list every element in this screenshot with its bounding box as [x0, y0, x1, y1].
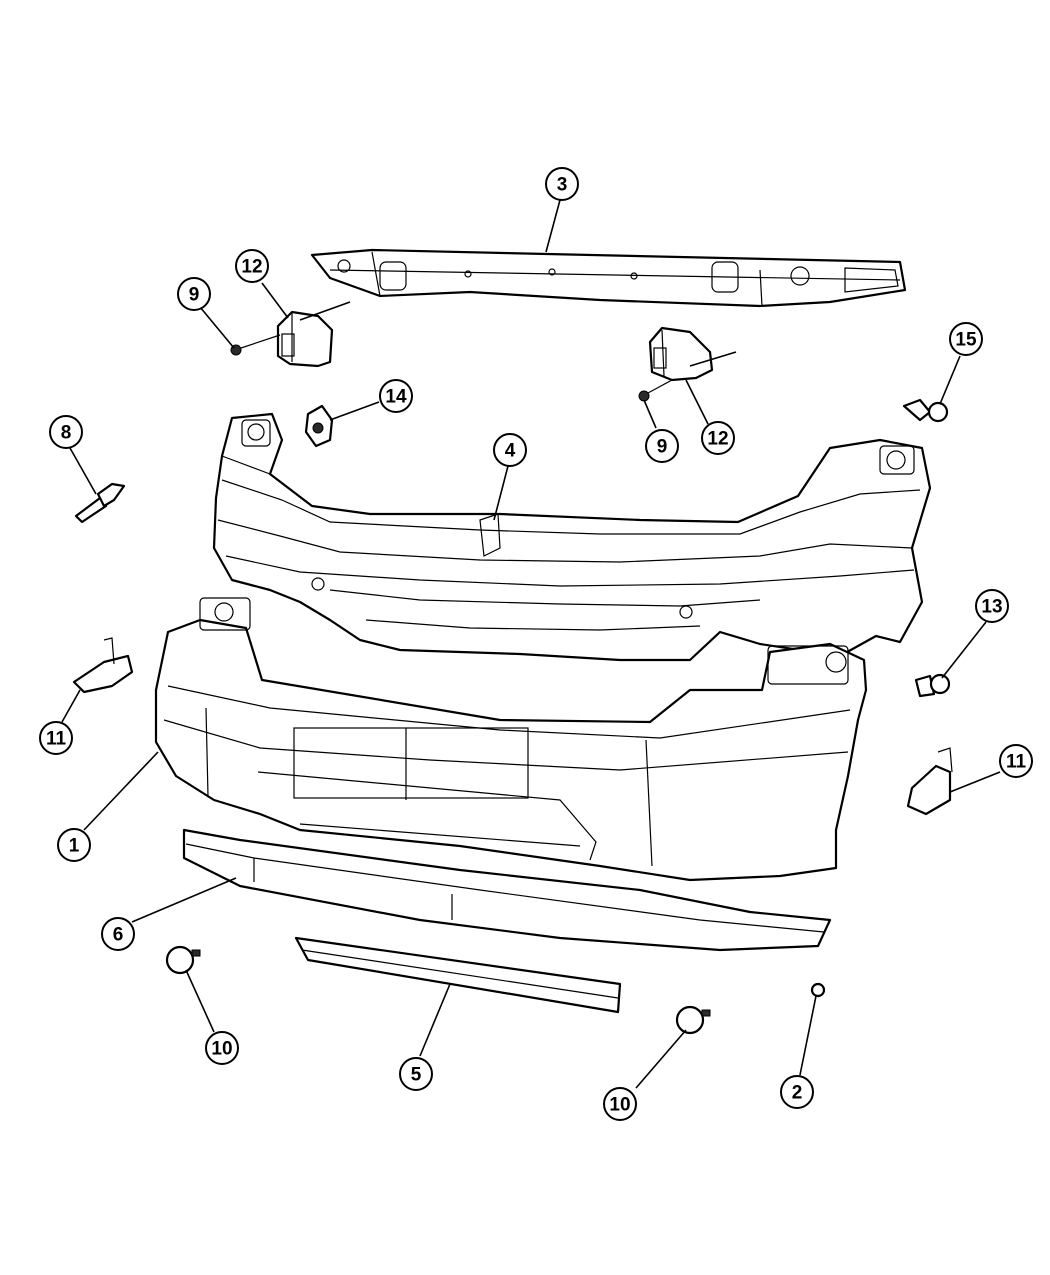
callout-11-left-label: 11: [46, 729, 67, 750]
bracket-right: [648, 326, 737, 382]
callout-10-right: 10: [603, 1087, 637, 1121]
callout-9-right-label: 9: [657, 437, 668, 458]
clip-nut: [304, 404, 334, 448]
callout-6: 6: [101, 917, 135, 951]
lower-trim: [182, 828, 832, 952]
push-pin-10-left: [165, 945, 201, 975]
callout-8-label: 8: [61, 423, 72, 444]
callout-11-left: 11: [39, 721, 73, 755]
energy-absorber: [212, 412, 932, 662]
grommet: [810, 982, 826, 998]
callout-4-label: 4: [505, 441, 516, 462]
callout-5-label: 5: [411, 1065, 422, 1086]
callout-12-left-label: 12: [241, 257, 262, 278]
callout-10-left: 10: [205, 1031, 239, 1065]
callout-1: 1: [57, 828, 91, 862]
callout-3: 3: [545, 167, 579, 201]
callout-2-label: 2: [792, 1083, 803, 1104]
callout-12-left: 12: [235, 249, 269, 283]
callout-1-label: 1: [69, 836, 80, 857]
callout-12-right: 12: [701, 421, 735, 455]
callout-8: 8: [49, 415, 83, 449]
callout-13-label: 13: [981, 597, 1002, 618]
bolt-right: [638, 379, 673, 402]
callout-10-right-label: 10: [609, 1095, 630, 1116]
callout-9-right: 9: [645, 429, 679, 463]
mount-bracket-left: [72, 637, 134, 694]
callout-5: 5: [399, 1057, 433, 1091]
rivet: [74, 482, 126, 524]
callout-12-right-label: 12: [707, 429, 728, 450]
callout-11-right: 11: [999, 744, 1033, 778]
callout-11-right-label: 11: [1006, 752, 1027, 773]
mount-bracket-right: [906, 747, 953, 816]
callout-14-label: 14: [385, 387, 407, 408]
bracket-left: [276, 301, 351, 368]
callout-9-left: 9: [177, 277, 211, 311]
callout-4: 4: [493, 433, 527, 467]
bolt-left: [230, 334, 281, 356]
callout-3-label: 3: [557, 175, 568, 196]
skid-plate: [294, 936, 622, 1014]
push-pin-10-right: [675, 1005, 711, 1035]
callout-9-left-label: 9: [189, 285, 200, 306]
callout-15-label: 15: [955, 330, 977, 351]
callout-15: 15: [949, 322, 983, 356]
reinforcement-bar: [310, 248, 907, 308]
callout-6-label: 6: [113, 925, 124, 946]
push-pin-15: [902, 398, 949, 423]
callout-13: 13: [975, 589, 1009, 623]
bumper-fascia: [154, 597, 868, 882]
push-pin-13: [914, 673, 951, 698]
leader-lines: [61, 199, 1001, 1089]
callout-14: 14: [379, 379, 413, 413]
callout-10-left-label: 10: [211, 1039, 232, 1060]
callout-2: 2: [780, 1075, 814, 1109]
